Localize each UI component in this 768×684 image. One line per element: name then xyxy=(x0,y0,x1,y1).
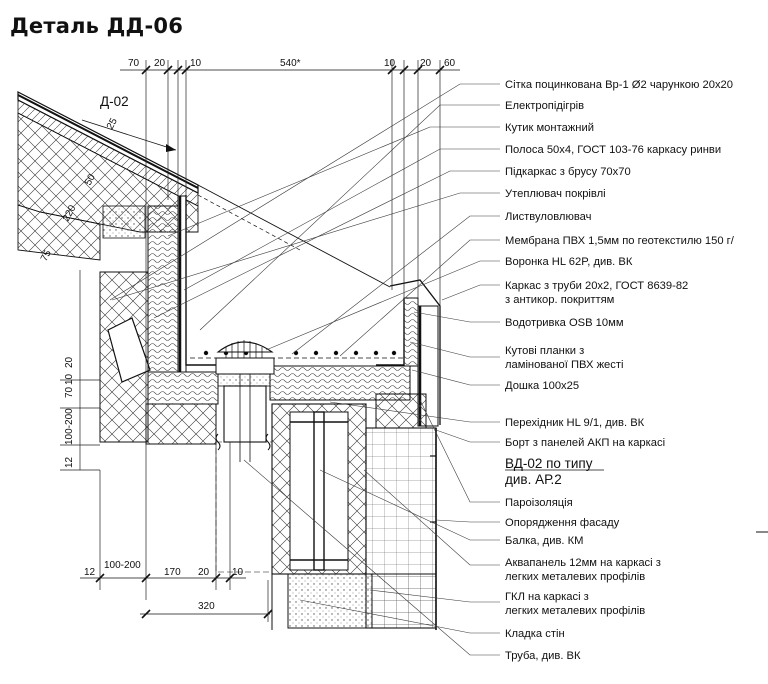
label-board: Дошка 100х25 xyxy=(505,380,579,392)
dim-top-20b: 20 xyxy=(420,58,432,69)
dim-top-70: 70 xyxy=(128,58,140,69)
leader-lines xyxy=(109,83,500,656)
dim-bottom-320: 320 xyxy=(198,601,215,612)
label-vd02: ВД-02 по типу xyxy=(505,456,593,471)
label-adapter: Перехідник HL 9/1, див. ВК xyxy=(505,417,645,429)
right-parapet xyxy=(375,279,441,630)
label-ar2: див. АР.2 xyxy=(505,472,562,487)
dim-bottom-20: 20 xyxy=(198,567,210,578)
label-leaf-catcher: Листвуловлювач xyxy=(505,211,592,223)
dim-slope-75: 75 xyxy=(39,248,54,263)
label-strip: Полоса 50х4, ГОСТ 103-76 каркасу ринви xyxy=(505,144,721,156)
label-mesh: Сітка поцинкована Вр-1 Ø2 чарункою 20х20 xyxy=(505,79,733,91)
dim-top-10: 10 xyxy=(190,58,202,69)
label-roof-insulation: Утеплювач покрівлі xyxy=(505,188,606,200)
label-column: Сітка поцинкована Вр-1 Ø2 чарункою 20х20… xyxy=(505,79,735,662)
label-akp-board: Борт з панелей АКП на каркасі xyxy=(505,437,665,449)
dimension-texts: 70 20 10 540* 10 20 60 12 100-200 170 20… xyxy=(39,58,456,612)
label-funnel: Воронка HL 62P, див. ВК xyxy=(505,256,633,268)
label-masonry: Кладка стін xyxy=(505,628,565,640)
page-title: Деталь ДД-06 xyxy=(10,14,184,38)
label-corner-planks-2: ламінованої ПВХ жесті xyxy=(505,359,623,371)
extension-lines xyxy=(60,60,441,622)
label-aquapanel: Аквапанель 12мм на каркасі з xyxy=(505,557,661,569)
dim-bottom-170: 170 xyxy=(164,567,181,578)
label-mounting-angle: Кутик монтажний xyxy=(505,122,594,134)
dim-bottom-10: 10 xyxy=(232,567,244,578)
roof-drain xyxy=(215,340,275,573)
label-vapor-barrier: Пароізоляція xyxy=(505,497,573,509)
label-aquapanel-2: легких металевих профілів xyxy=(505,571,645,583)
callout-d02: Д-02 xyxy=(81,94,177,152)
dim-top-10b: 10 xyxy=(384,58,396,69)
label-gkl-2: легких металевих профілів xyxy=(505,605,645,617)
label-gkl: ГКЛ на каркасі з xyxy=(505,591,589,603)
label-osb: Водотривка OSB 10мм xyxy=(505,317,624,329)
label-membrane: Мембрана ПВХ 1,5мм по геотекстилю 150 г/ xyxy=(505,235,735,247)
dim-left-70: 70 xyxy=(64,386,75,398)
dimension-ticks xyxy=(95,65,445,619)
label-facade-finish: Опорядження фасаду xyxy=(505,517,620,529)
label-subframe: Підкаркас з брусу 70х70 xyxy=(505,166,631,178)
callout-label: Д-02 xyxy=(100,94,129,109)
dim-left-12: 12 xyxy=(64,456,75,468)
label-frame-pipe: Каркас з труби 20х2, ГОСТ 8639-82 xyxy=(505,280,688,292)
dim-slope-50: 50 xyxy=(83,172,98,187)
dim-top-60: 60 xyxy=(444,58,456,69)
label-frame-pipe-2: з антикор. покриттям xyxy=(505,294,614,306)
dim-left-100-200: 100-200 xyxy=(64,408,75,445)
label-pipe: Труба, див. ВК xyxy=(505,650,581,662)
label-beam: Балка, див. КМ xyxy=(505,535,583,547)
dim-bottom-12: 12 xyxy=(84,567,96,578)
gutter xyxy=(147,184,411,405)
label-corner-planks: Кутові планки з xyxy=(505,345,584,357)
label-heating: Електропідігрів xyxy=(505,100,584,112)
left-parapet xyxy=(99,195,217,445)
beam-assembly xyxy=(271,403,437,630)
dim-bottom-100-200: 100-200 xyxy=(104,560,141,571)
dim-top-540: 540* xyxy=(280,58,301,69)
dim-slope-25: 25 xyxy=(105,116,120,131)
dim-left-10: 10 xyxy=(64,373,75,385)
dim-top-20: 20 xyxy=(154,58,166,69)
dim-left-20: 20 xyxy=(64,356,75,368)
